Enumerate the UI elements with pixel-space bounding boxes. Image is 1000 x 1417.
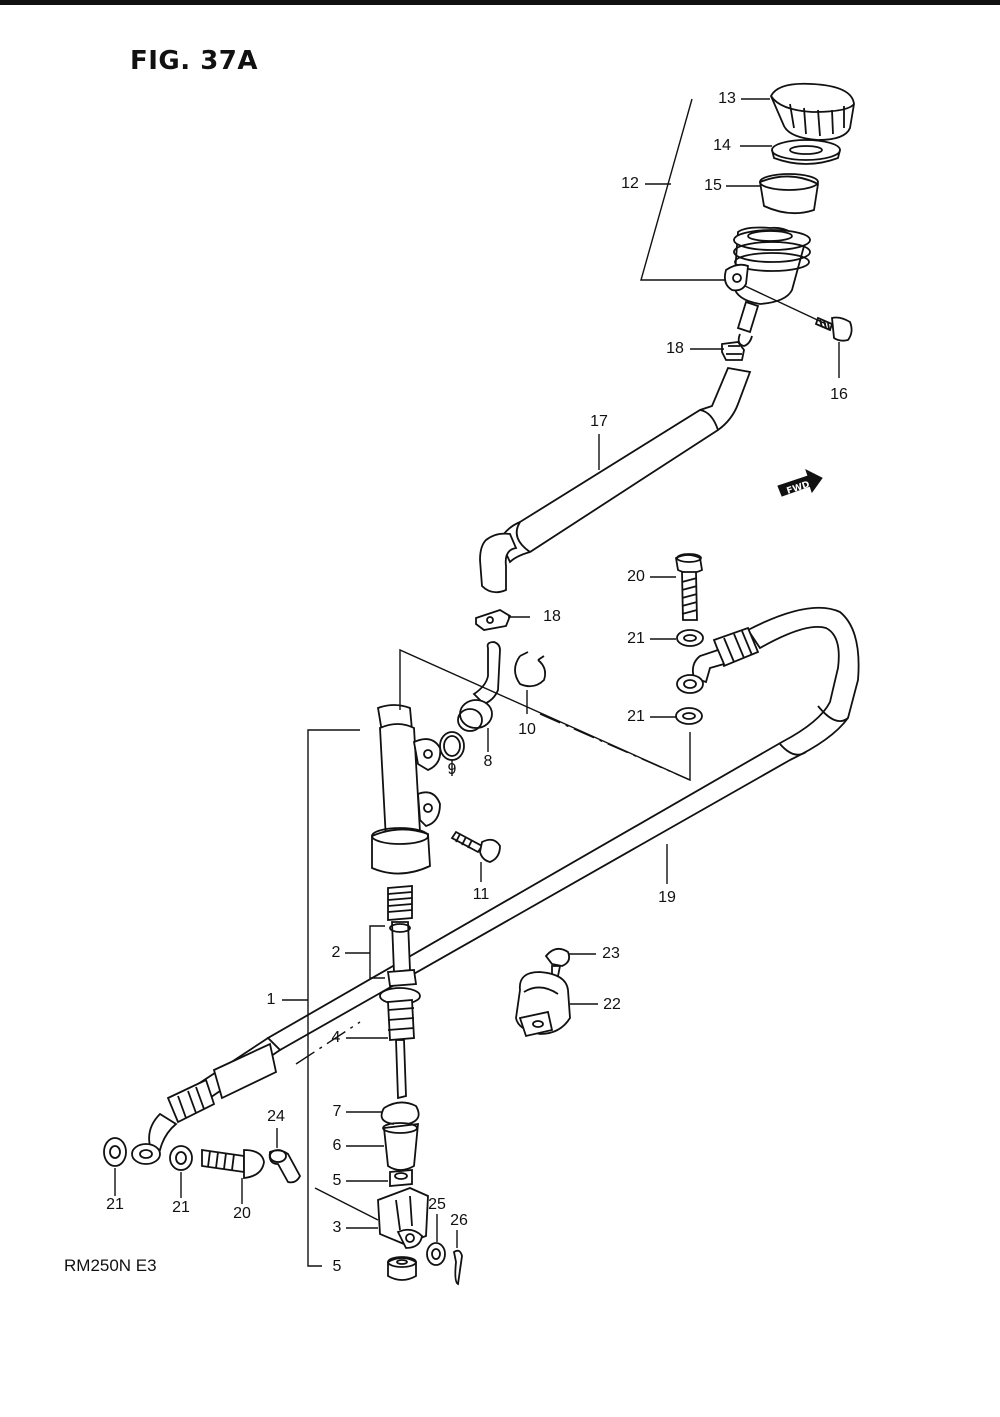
union-bolt-20-top (675, 553, 703, 621)
callout-19: 19 (658, 889, 676, 906)
callout-22: 22 (603, 996, 621, 1013)
callout-10: 10 (518, 721, 536, 738)
callout-2: 2 (331, 944, 341, 961)
callout-14: 14 (713, 137, 731, 154)
boot-4 (379, 987, 421, 1100)
assembly-guide-lines (295, 648, 691, 1065)
brake-hose-19 (131, 606, 860, 1165)
callout-12: 12 (621, 175, 639, 192)
cotter-pin-26 (452, 1249, 463, 1286)
connector-8 (457, 641, 501, 732)
callout-26: 26 (450, 1212, 468, 1229)
callout-13: 13 (718, 90, 736, 107)
washer-21-upper (676, 629, 704, 647)
piston-set-2 (386, 885, 418, 987)
callout-1: 1 (266, 991, 276, 1008)
washer-21-left-b (169, 1145, 193, 1171)
callout-21b: 21 (627, 708, 645, 725)
callout-20b: 20 (233, 1205, 251, 1222)
nut-5-lower (387, 1256, 417, 1281)
callout-17: 17 (590, 413, 608, 430)
callout-18b: 18 (543, 608, 561, 625)
callout-16: 16 (830, 386, 848, 403)
hose-clamp-22 (515, 971, 571, 1038)
washer-21-left-a (103, 1137, 127, 1167)
figure-title: FIG. 37A (130, 46, 259, 76)
reservoir-cap-13 (770, 82, 855, 141)
callout-8: 8 (483, 753, 493, 770)
master-cylinder-body (371, 704, 442, 875)
push-rod-6 (382, 1122, 420, 1171)
model-code: RM250N E3 (64, 1256, 157, 1275)
screw-11 (450, 830, 501, 863)
callout-23: 23 (602, 945, 620, 962)
callout-5a: 5 (332, 1172, 342, 1189)
screw-16 (814, 316, 853, 342)
callout-20a: 20 (627, 568, 645, 585)
screw-23 (544, 947, 571, 977)
callout-4: 4 (331, 1029, 341, 1046)
nut-5-upper (389, 1169, 413, 1187)
union-bolt-20-lower (201, 1148, 265, 1180)
callout-21a: 21 (627, 630, 645, 647)
washer-25 (426, 1242, 446, 1266)
callout-5b: 5 (332, 1258, 342, 1275)
callout-3: 3 (332, 1219, 342, 1236)
callout-7: 7 (332, 1103, 342, 1120)
washer-21-lower (675, 707, 703, 725)
callout-15: 15 (704, 177, 722, 194)
circlip-10 (514, 651, 547, 688)
o-ring-9 (439, 731, 465, 761)
callout-6: 6 (332, 1137, 342, 1154)
callout-18a: 18 (666, 340, 684, 357)
diaphragm-plate-14 (771, 139, 841, 165)
reservoir-hose-17 (479, 366, 752, 594)
callout-11: 11 (472, 886, 490, 903)
clevis-3 (377, 1187, 429, 1249)
callout-21c: 21 (106, 1196, 124, 1213)
leader-lines (114, 98, 840, 1267)
pin-24 (268, 1149, 302, 1184)
circlip-7 (380, 1101, 420, 1125)
clip-18-top (721, 341, 745, 361)
page-top-border (0, 0, 1000, 5)
reservoir-tank (723, 226, 811, 347)
callout-24: 24 (267, 1108, 285, 1125)
hose-clip-18-lower (475, 609, 512, 631)
diaphragm-15 (758, 173, 819, 215)
callout-25: 25 (428, 1196, 446, 1213)
callout-21d: 21 (172, 1199, 190, 1216)
callout-9: 9 (447, 761, 457, 778)
forward-arrow-icon: FWD (777, 469, 823, 497)
